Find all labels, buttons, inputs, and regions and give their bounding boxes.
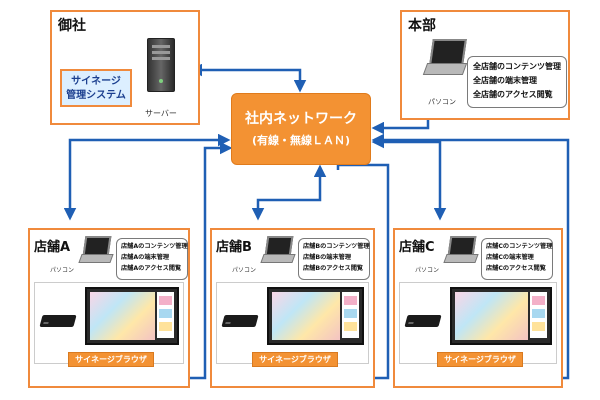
- honbu-note: 全店舗の端末管理: [473, 76, 537, 85]
- store-note: 店舗Aの端末管理: [121, 254, 170, 261]
- store-inner-area: [399, 282, 557, 364]
- arrow-server-network: [189, 63, 307, 93]
- system-label-2: 管理システム: [66, 90, 126, 101]
- store-panel: 店舗C パソコン 店舗Cのコンテンツ管理 店舗Cの端末管理 店舗Cのアクセス閲覧…: [393, 228, 563, 388]
- set-top-box-icon: [404, 315, 442, 327]
- laptop-icon: [422, 39, 468, 89]
- set-top-box-icon: [39, 315, 77, 327]
- store-pc-label: パソコン: [50, 267, 75, 274]
- network-line-2: (有線・無線ＬＡＮ): [251, 134, 351, 147]
- store-note: 店舗Aのコンテンツ管理: [121, 243, 188, 250]
- store-note: 店舗Cのコンテンツ管理: [486, 243, 553, 250]
- laptop-icon: [443, 236, 479, 270]
- system-label-1: サイネージ: [71, 76, 121, 87]
- server-label: サーバー: [145, 109, 177, 118]
- store-note: 店舗Bの端末管理: [303, 254, 352, 261]
- store-pc-label: パソコン: [415, 267, 440, 274]
- honbu-panel: 本部 パソコン 全店舗のコンテンツ管理 全店舗の端末管理 全店舗のアクセス閲覧: [400, 10, 570, 120]
- store-note: 店舗Bのコンテンツ管理: [303, 243, 370, 250]
- honbu-pc-label: パソコン: [428, 98, 456, 106]
- arrow-network-storeC: [371, 135, 447, 221]
- signage-display: [85, 287, 179, 345]
- store-title: 店舗B: [216, 240, 252, 255]
- honbu-note: 全店舗のアクセス閲覧: [473, 90, 553, 99]
- honbu-title: 本部: [408, 18, 436, 34]
- store-pc-label: パソコン: [232, 267, 257, 274]
- store-note: 店舗Cのアクセス閲覧: [486, 265, 546, 272]
- signage-system-box: サイネージ 管理システム: [60, 69, 132, 107]
- store-inner-area: [34, 282, 184, 364]
- honbu-note: 全店舗のコンテンツ管理: [473, 62, 561, 71]
- network-hub: 社内ネットワーク (有線・無線ＬＡＮ): [231, 93, 371, 165]
- store-notes: 店舗Bのコンテンツ管理 店舗Bの端末管理 店舗Bのアクセス閲覧: [298, 238, 370, 280]
- arrow-network-storeA: [63, 133, 231, 221]
- honbu-notes: 全店舗のコンテンツ管理 全店舗の端末管理 全店舗のアクセス閲覧: [467, 56, 567, 108]
- store-panel: 店舗B パソコン 店舗Bのコンテンツ管理 店舗Bの端末管理 店舗Bのアクセス閲覧…: [210, 228, 375, 388]
- signage-display: [450, 287, 552, 345]
- onsha-panel: 御社 サイネージ 管理システム サーバー: [50, 10, 200, 125]
- store-note: 店舗Bのアクセス閲覧: [303, 265, 364, 272]
- laptop-icon: [260, 236, 296, 270]
- signage-browser-label: サイネージブラウザ: [252, 352, 338, 367]
- store-note: 店舗Aのアクセス閲覧: [121, 265, 182, 272]
- store-panel: 店舗A パソコン 店舗Aのコンテンツ管理 店舗Aの端末管理 店舗Aのアクセス閲覧…: [28, 228, 190, 388]
- store-inner-area: [216, 282, 369, 364]
- signage-display: [267, 287, 364, 345]
- onsha-title: 御社: [58, 18, 86, 34]
- store-title: 店舗C: [399, 240, 435, 255]
- arrow-network-storeB: [251, 164, 327, 221]
- store-notes: 店舗Cのコンテンツ管理 店舗Cの端末管理 店舗Cのアクセス閲覧: [481, 238, 553, 280]
- laptop-icon: [78, 236, 114, 270]
- signage-browser-label: サイネージブラウザ: [68, 352, 154, 367]
- set-top-box-icon: [221, 315, 259, 327]
- network-line-1: 社内ネットワーク: [245, 111, 357, 127]
- store-notes: 店舗Aのコンテンツ管理 店舗Aの端末管理 店舗Aのアクセス閲覧: [116, 238, 188, 280]
- store-note: 店舗Cの端末管理: [486, 254, 534, 261]
- signage-browser-label: サイネージブラウザ: [437, 352, 523, 367]
- server-icon: [147, 38, 175, 92]
- store-title: 店舗A: [34, 240, 71, 255]
